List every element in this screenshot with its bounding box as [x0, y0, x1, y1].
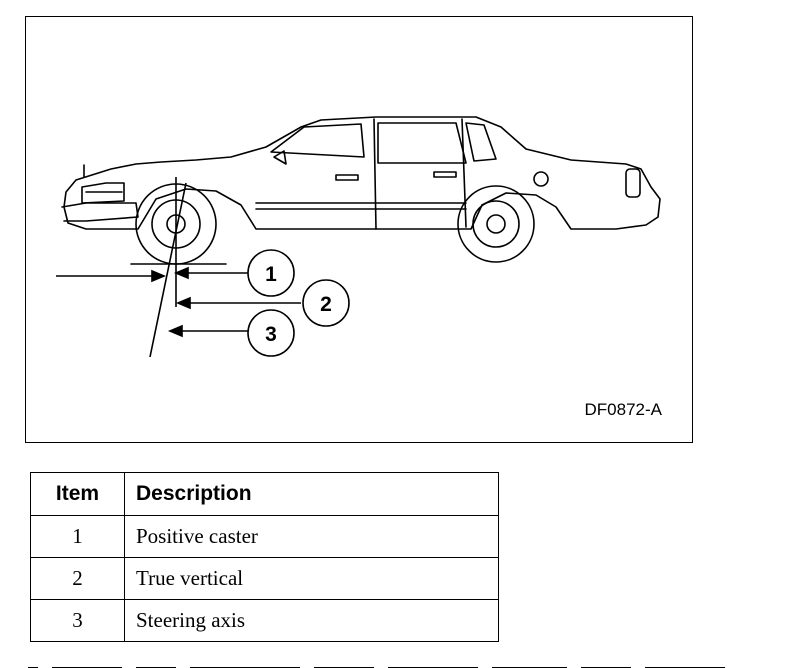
side-molding	[255, 202, 467, 210]
fuel-door	[533, 171, 549, 187]
legend-table: Item Description 1 Positive caster 2 Tru…	[30, 472, 499, 642]
cut-off-text-line	[28, 658, 748, 668]
rear-door-handle	[433, 171, 457, 178]
rear-wheel-rim	[472, 200, 520, 248]
row-description: True vertical	[124, 557, 499, 600]
callout-3-circle	[247, 309, 295, 357]
table-row: 1 Positive caster	[30, 515, 499, 558]
rear-window	[377, 122, 467, 164]
front-bumper	[61, 202, 139, 222]
callout-2-circle	[302, 279, 350, 327]
header-item: Item	[30, 472, 125, 516]
tail-light	[625, 168, 641, 198]
car-body-outline	[63, 116, 661, 230]
rear-hub	[486, 214, 506, 234]
caster-diagram-frame: 1 2 3 DF0872-A	[25, 16, 693, 443]
callout-2-label: 2	[320, 293, 332, 316]
callout-1-circle	[247, 249, 295, 297]
row-item: 1	[30, 515, 125, 558]
steering-axis-line	[149, 182, 187, 358]
row-item: 3	[30, 599, 125, 642]
car-side-view-drawing: 1 2 3	[56, 116, 661, 358]
quarter-window	[465, 122, 497, 162]
header-description: Description	[124, 472, 499, 516]
callout-3-label: 3	[265, 323, 277, 346]
table-row: 2 True vertical	[30, 557, 499, 600]
callout-1-label: 1	[265, 263, 277, 286]
rear-tire	[457, 185, 535, 263]
grille	[81, 182, 125, 204]
figure-code: DF0872-A	[584, 400, 662, 419]
table-row: 3 Steering axis	[30, 599, 499, 642]
front-window	[270, 123, 365, 158]
side-mirror	[273, 150, 287, 165]
row-description: Steering axis	[124, 599, 499, 642]
legend-header-row: Item Description	[30, 472, 499, 516]
front-door-handle	[335, 174, 359, 181]
row-item: 2	[30, 557, 125, 600]
row-description: Positive caster	[124, 515, 499, 558]
